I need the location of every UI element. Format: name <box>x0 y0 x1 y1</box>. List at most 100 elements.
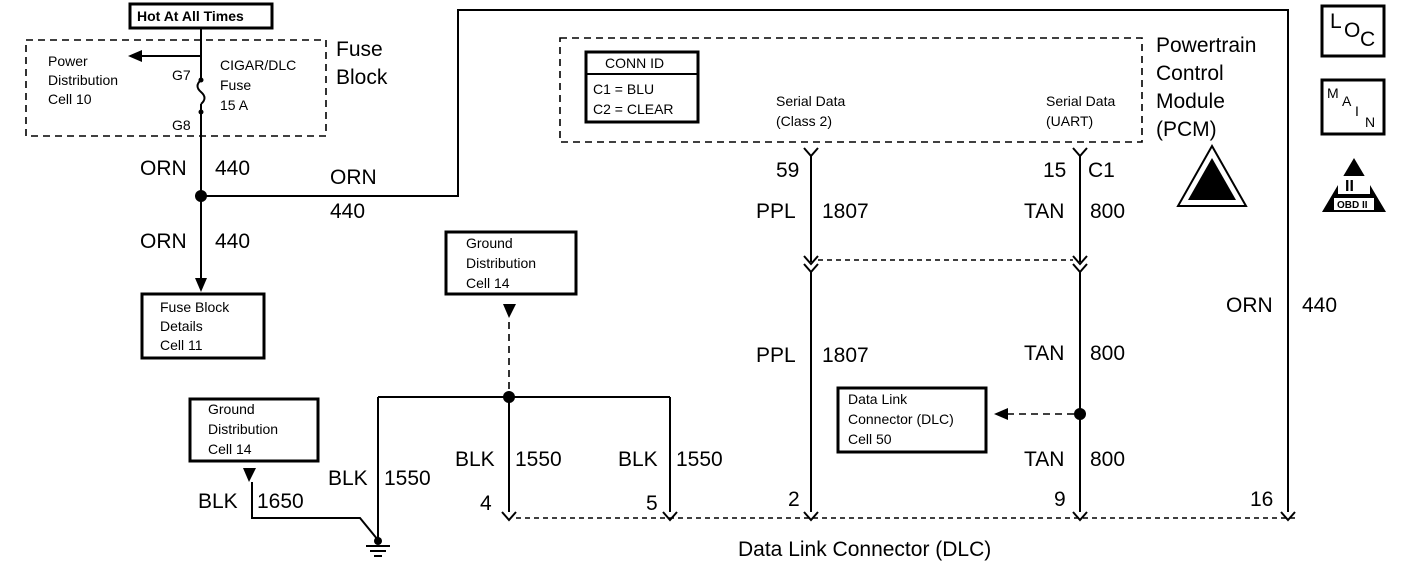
fuse-details-line2: Details <box>160 318 203 334</box>
loc-icon-letter-c: C <box>1360 28 1375 51</box>
ground-dist-upper-line2: Distribution <box>466 255 536 271</box>
fuse-name: CIGAR/DLC <box>220 57 296 73</box>
obd-ii-numeral-panel <box>1338 176 1370 194</box>
fuse-details-line1: Fuse Block <box>160 299 230 315</box>
wire-color-orn-4: ORN <box>1226 294 1273 317</box>
wire-color-orn-1: ORN <box>140 157 187 180</box>
dlc-pin-9: 9 <box>1054 488 1066 511</box>
main-icon-letter-a: A <box>1342 93 1352 109</box>
loc-icon[interactable] <box>1320 4 1386 58</box>
dlc-pin-4: 4 <box>480 492 492 515</box>
wire-color-tan-2: TAN <box>1024 342 1064 365</box>
hot-at-all-times-label: Hot At All Times <box>137 8 244 24</box>
dlc-pin-2: 2 <box>788 488 800 511</box>
dlc-ref-arrow <box>994 408 1008 420</box>
main-icon-letter-m: M <box>1327 85 1339 101</box>
obd-ii-numeral: II <box>1345 178 1354 195</box>
dlc-pin-5: 5 <box>646 492 658 515</box>
conn-id-c1: C1 = BLU <box>593 81 654 97</box>
pcm-pin15-chevron <box>1072 147 1088 158</box>
wire-color-tan-3: TAN <box>1024 448 1064 471</box>
dlc-pin4-chevron <box>501 511 517 522</box>
splice-tan-800 <box>1074 408 1086 420</box>
wire-color-blk-2: BLK <box>618 448 658 471</box>
dlc-ref-line3: Cell 50 <box>848 431 892 447</box>
power-dist-line3: Cell 10 <box>48 91 92 107</box>
fuse-details-arrow <box>195 278 207 292</box>
wire-number-1807-2: 1807 <box>822 344 869 367</box>
wire-number-440-4: 440 <box>1302 294 1337 317</box>
wire-number-1807-1: 1807 <box>822 200 869 223</box>
serial-uart-line2: (UART) <box>1046 113 1093 129</box>
power-dist-line1: Power <box>48 53 88 69</box>
fuse-pin-g7: G7 <box>172 67 191 83</box>
esd-warning-icon-fill <box>1188 158 1236 200</box>
ground-dist-lower-line3: Cell 14 <box>208 441 252 457</box>
ground-ref-marker-upper <box>503 304 516 318</box>
ground-point <box>374 537 382 545</box>
ground-dist-lower-line2: Distribution <box>208 421 278 437</box>
wire-number-800-1: 800 <box>1090 200 1125 223</box>
dlc-pin5-chevron <box>662 511 678 522</box>
ground-dist-lower-line1: Ground <box>208 401 255 417</box>
pcm-title-line1: Powertrain <box>1156 34 1256 57</box>
serial-class2-line1: Serial Data <box>776 93 845 109</box>
power-dist-line2: Distribution <box>48 72 118 88</box>
obd-ii-label: OBD II <box>1337 200 1368 211</box>
pcm-connector-c1: C1 <box>1088 159 1115 182</box>
fuse-terminal-top <box>198 77 204 83</box>
dlc-reference-box <box>836 386 988 454</box>
wire-color-tan-1: TAN <box>1024 200 1064 223</box>
main-icon[interactable] <box>1320 78 1386 136</box>
dlc-pin2-chevron <box>803 511 819 522</box>
pcm-title-line2: Control <box>1156 62 1224 85</box>
inline-connector-tan-top <box>1072 255 1088 266</box>
fuse-rating: 15 A <box>220 97 249 113</box>
fuse-block-title-line1: Fuse <box>336 38 383 61</box>
wire-number-800-3: 800 <box>1090 448 1125 471</box>
fuse-block-title-line2: Block <box>336 66 388 89</box>
power-dist-arrow <box>128 50 142 62</box>
wire-color-ppl-1: PPL <box>756 200 796 223</box>
wire-number-440-3: 440 <box>330 200 365 223</box>
pcm-pin59-chevron <box>803 147 819 158</box>
fuse-pin-g8: G8 <box>172 117 191 133</box>
fuse-details-line3: Cell 11 <box>160 337 203 353</box>
conn-id-c2: C2 = CLEAR <box>593 101 674 117</box>
serial-uart-line1: Serial Data <box>1046 93 1115 109</box>
pcm-title-line3: Module <box>1156 90 1225 113</box>
conn-id-box <box>584 50 700 124</box>
wire-number-1550-2: 1550 <box>676 448 723 471</box>
blk-1650-wire <box>251 482 379 541</box>
dlc-ref-line1: Data Link <box>848 391 908 407</box>
dlc-ref-line2: Connector (DLC) <box>848 411 954 427</box>
serial-class2-line2: (Class 2) <box>776 113 832 129</box>
wire-color-blk-1: BLK <box>455 448 495 471</box>
pcm-title-line4: (PCM) <box>1156 118 1217 141</box>
dlc-title: Data Link Connector (DLC) <box>738 538 991 561</box>
ground-dist-upper-line3: Cell 14 <box>466 275 510 291</box>
wire-color-orn-3: ORN <box>330 166 377 189</box>
dlc-pin9-chevron <box>1072 511 1088 522</box>
ground-dist-upper-line1: Ground <box>466 235 513 251</box>
main-icon-letter-n: N <box>1365 114 1375 130</box>
wire-number-1550-3: 1550 <box>384 467 431 490</box>
wire-color-blk-3: BLK <box>328 467 368 490</box>
pcm-pin-59: 59 <box>776 159 799 182</box>
fuse-symbol <box>196 79 206 105</box>
fuse-label: Fuse <box>220 77 251 93</box>
inline-connector-ppl-top <box>803 255 819 266</box>
orn-440-wire-main <box>201 9 1289 512</box>
wire-number-1550-1: 1550 <box>515 448 562 471</box>
dlc-pin16-chevron <box>1280 511 1296 522</box>
ground-dist-box-lower <box>188 397 320 463</box>
wire-color-ppl-2: PPL <box>756 344 796 367</box>
loc-icon-letter-o: O <box>1344 19 1360 42</box>
obd-ii-label-panel <box>1334 198 1374 210</box>
conn-id-title: CONN ID <box>605 55 664 71</box>
wire-color-orn-2: ORN <box>140 230 187 253</box>
loc-icon-letter-l: L <box>1330 10 1342 33</box>
ground-ref-marker-lower <box>243 468 256 482</box>
wire-number-800-2: 800 <box>1090 342 1125 365</box>
